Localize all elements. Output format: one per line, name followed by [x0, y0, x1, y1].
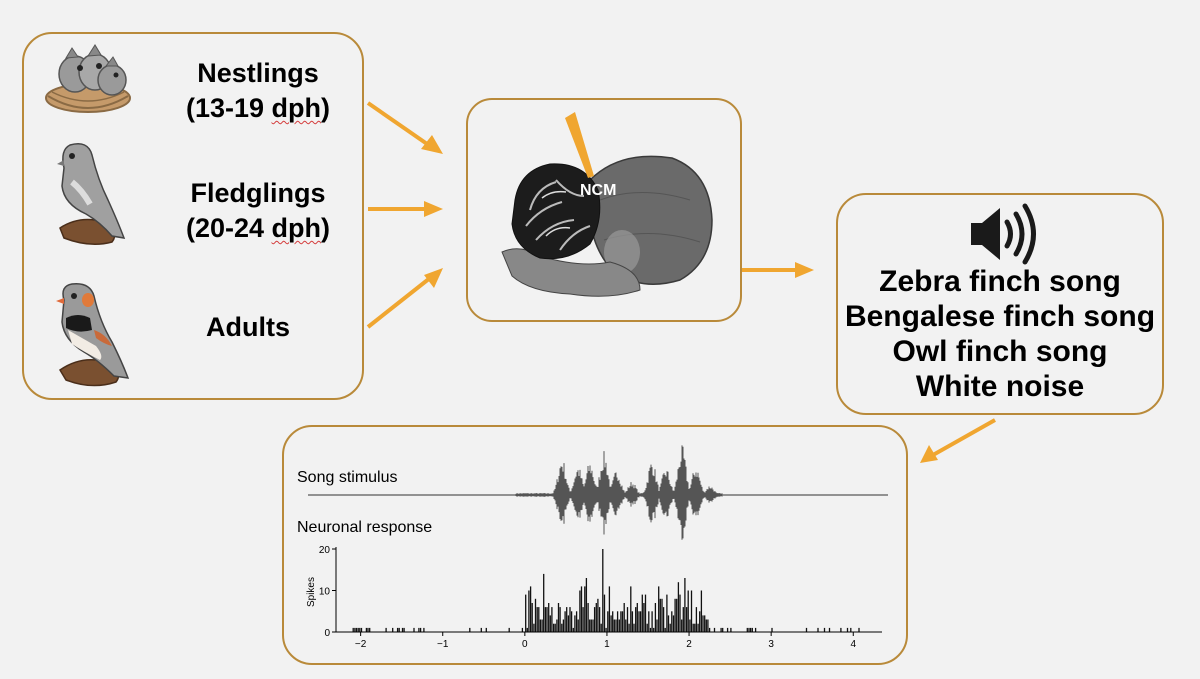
nestlings-label: Nestlings (13-19 dph)	[148, 56, 368, 126]
adult-finch-icon	[56, 283, 130, 387]
song-stimulus-label: Song stimulus	[297, 469, 398, 486]
spike-histogram	[352, 549, 860, 632]
y-tick-label: 10	[319, 587, 331, 598]
x-tick-label: −1	[437, 639, 449, 650]
fledgling-icon	[57, 143, 126, 245]
y-tick-label: 20	[319, 545, 331, 556]
stimulus-item: Zebra finch song	[879, 265, 1121, 298]
x-tick-label: −2	[355, 639, 367, 650]
fledglings-age-unit: dph	[271, 213, 322, 243]
fledglings-age-range: (20-24	[185, 213, 272, 243]
nestlings-age-range: (13-19	[185, 93, 272, 123]
y-tick-label: 0	[324, 628, 330, 639]
electrode-icon	[565, 112, 594, 178]
nestlings-age-close: )	[321, 93, 331, 123]
stimulus-list: Zebra finch song Bengalese finch song Ow…	[838, 264, 1162, 404]
fledglings-label: Fledglings (20-24 dph)	[148, 176, 368, 246]
nestlings-icon	[45, 44, 131, 113]
input-arrows	[366, 101, 996, 463]
ncm-label: NCM	[580, 182, 616, 199]
stimulus-item: Bengalese finch song	[844, 300, 1156, 333]
x-tick-label: 3	[768, 639, 774, 650]
neuronal-response-label: Neuronal response	[297, 519, 433, 536]
x-tick-label: 4	[850, 639, 856, 650]
song-waveform	[308, 445, 888, 540]
nestlings-age-unit: dph	[271, 93, 322, 123]
brain-section-image	[501, 155, 713, 297]
nestlings-name: Nestlings	[197, 58, 319, 88]
fledglings-name: Fledglings	[190, 178, 326, 208]
x-tick-label: 0	[522, 639, 528, 650]
x-tick-label: 1	[604, 639, 610, 650]
adults-name: Adults	[206, 312, 290, 342]
nestlings-age: (13-19 dph)	[148, 91, 368, 126]
speaker-icon	[971, 203, 1036, 265]
stimulus-item: Owl finch song	[892, 335, 1108, 368]
waveform-trace	[515, 445, 723, 540]
stimulus-item: White noise	[915, 370, 1085, 403]
fledglings-age-close: )	[321, 213, 331, 243]
y-axis-label: Spikes	[306, 577, 317, 607]
adults-label: Adults	[138, 310, 358, 345]
x-tick-label: 2	[686, 639, 692, 650]
fledglings-age: (20-24 dph)	[148, 211, 368, 246]
